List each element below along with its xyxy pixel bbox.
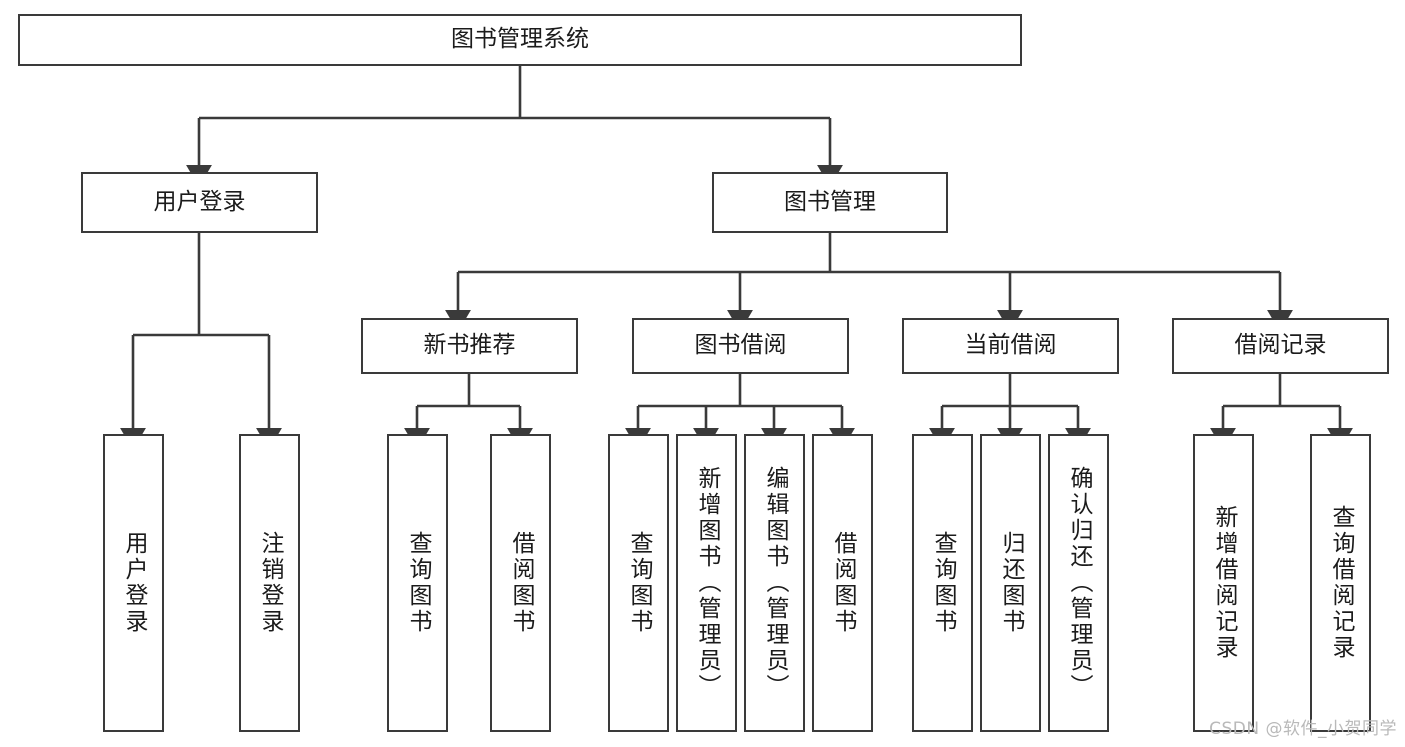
leaf-book-borrow-edit-book-admin[interactable]: 编辑图书（管理员） [744, 434, 805, 732]
node-label: 用户登录 [153, 188, 246, 215]
node-label: 当前借阅 [964, 332, 1057, 359]
node-user-login[interactable]: 用户登录 [81, 172, 318, 233]
node-label: 用户登录 [121, 531, 147, 635]
leaf-new-book-borrow-book[interactable]: 借阅图书 [490, 434, 551, 732]
node-label: 借阅记录 [1234, 332, 1327, 359]
node-label: 归还图书 [998, 531, 1024, 635]
leaf-user-login-logout[interactable]: 注销登录 [239, 434, 300, 732]
leaf-current-borrow-return-book[interactable]: 归还图书 [980, 434, 1041, 732]
node-label: 图书管理系统 [451, 26, 589, 53]
watermark: CSDN @软件_小贺同学 [1209, 719, 1397, 739]
node-borrow-record[interactable]: 借阅记录 [1172, 318, 1389, 374]
leaf-borrow-record-query-record[interactable]: 查询借阅记录 [1310, 434, 1371, 732]
leaf-book-borrow-query-book[interactable]: 查询图书 [608, 434, 669, 732]
node-label: 确认归还（管理员） [1066, 466, 1092, 700]
node-book-borrow[interactable]: 图书借阅 [632, 318, 849, 374]
leaf-borrow-record-add-record[interactable]: 新增借阅记录 [1193, 434, 1254, 732]
node-new-book-recommend[interactable]: 新书推荐 [361, 318, 578, 374]
node-label: 查询图书 [930, 531, 956, 635]
node-root-book-management-system[interactable]: 图书管理系统 [18, 14, 1022, 66]
node-label: 查询图书 [405, 531, 431, 635]
node-book-management[interactable]: 图书管理 [712, 172, 948, 233]
leaf-new-book-query-book[interactable]: 查询图书 [387, 434, 448, 732]
node-label: 查询图书 [626, 531, 652, 635]
leaf-book-borrow-borrow-book[interactable]: 借阅图书 [812, 434, 873, 732]
node-label: 图书借阅 [694, 332, 787, 359]
node-label: 编辑图书（管理员） [762, 466, 788, 700]
node-label: 借阅图书 [830, 531, 856, 635]
node-label: 查询借阅记录 [1328, 505, 1354, 661]
node-label: 新书推荐 [423, 332, 516, 359]
node-label: 新增借阅记录 [1211, 505, 1237, 661]
node-label: 新增图书（管理员） [694, 466, 720, 700]
node-label: 注销登录 [257, 531, 283, 635]
leaf-current-borrow-query-book[interactable]: 查询图书 [912, 434, 973, 732]
leaf-user-login-login[interactable]: 用户登录 [103, 434, 164, 732]
leaf-current-borrow-confirm-return-admin[interactable]: 确认归还（管理员） [1048, 434, 1109, 732]
node-current-borrow[interactable]: 当前借阅 [902, 318, 1119, 374]
node-label: 借阅图书 [508, 531, 534, 635]
leaf-book-borrow-add-book-admin[interactable]: 新增图书（管理员） [676, 434, 737, 732]
node-label: 图书管理 [784, 188, 876, 215]
